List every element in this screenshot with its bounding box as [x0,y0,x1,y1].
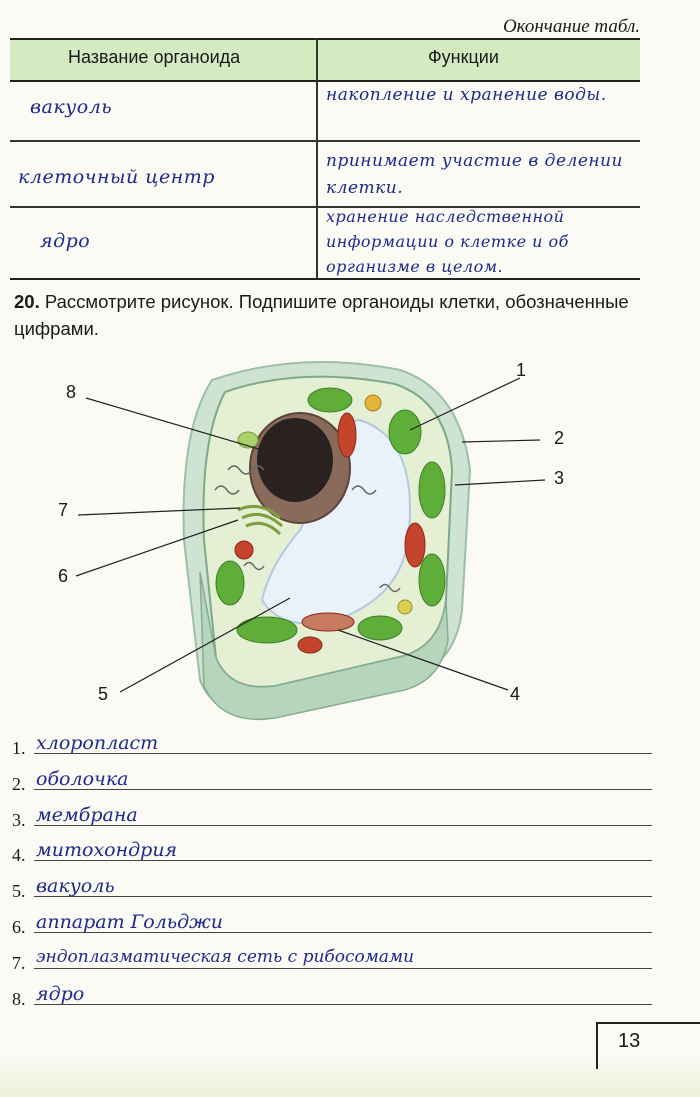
mitochondrion [301,612,355,632]
chloroplast [357,615,403,641]
row-3-name: ядро [40,230,91,252]
peroxisome [397,599,413,615]
answer-number: 2. [12,773,26,794]
answer-row: 1. хлоропласт [12,728,652,764]
answer-line [34,931,652,933]
mitochondrion [297,636,323,654]
answer-number: 8. [12,988,26,1009]
page-number: 13 [618,1030,641,1052]
answer-row: 5. вакуоль [12,871,652,907]
mitochondrion [234,540,254,560]
answer-line [34,824,652,826]
page-bottom-tint [0,1057,700,1097]
mitochondrion [404,522,426,568]
chloroplast [307,387,353,413]
callout-6: 6 [58,566,69,586]
answer-line [34,896,652,898]
column-header-functions: Функции [428,47,499,67]
endoplasmic-reticulum [214,465,265,571]
chloroplast [388,409,422,455]
answer-text: аппарат Гольджи [36,910,224,933]
answer-text: митохондрия [36,839,178,862]
callout-3: 3 [554,468,565,488]
answer-text: мембрана [36,803,138,826]
answer-row: 6. аппарат Гольджи [12,907,652,943]
task-20: 20. Рассмотрите рисунок. Подпишите орган… [14,288,654,342]
row-1-name: вакуоль [30,96,113,118]
answer-text: эндоплазматическая сеть с рибосомами [36,946,415,967]
task-number: 20. [14,291,40,312]
callout-1: 1 [516,360,527,380]
answer-text: ядро [36,982,85,1005]
answer-row: 8. ядро [12,979,652,1015]
row-2-function: принимает участие в делении клетки. [326,151,623,198]
nucleolus [257,418,333,502]
answer-number: 7. [12,952,26,973]
endoplasmic-reticulum [351,485,401,593]
task-text: Рассмотрите рисунок. Подпишите органоиды… [14,291,629,339]
answer-text: вакуоль [36,875,115,898]
chloroplast [418,553,446,607]
callout-leaders [75,377,546,693]
chloroplast [418,461,446,519]
answer-row: 2. оболочка [12,764,652,800]
answer-number: 4. [12,845,26,866]
callout-8: 8 [66,382,77,402]
callout-7: 7 [58,500,69,520]
table-header: Название органоида Функции [10,38,640,82]
answer-number: 5. [12,881,26,902]
answer-row: 7. эндоплазматическая сеть с рибосомами [12,943,652,979]
chloroplast [215,560,245,606]
column-divider [316,38,318,280]
page-number-box: 13 [596,1022,700,1069]
answer-line [34,788,652,790]
column-header-name: Название органоида [68,47,241,67]
answer-line [34,753,652,754]
answer-list: 1. хлоропласт 2. оболочка 3. мембрана 4.… [12,728,652,1014]
row-divider [10,206,640,208]
cell-section-face [199,571,449,721]
answer-row: 3. мембрана [12,800,652,836]
answer-line [34,967,652,969]
answer-row: 4. митохондрия [12,835,652,871]
table-continuation-note: Окончание табл. [502,16,640,37]
answer-line [34,860,652,862]
answer-line [34,1003,652,1005]
answer-number: 3. [12,809,26,830]
callout-4: 4 [510,684,521,704]
callout-2: 2 [554,428,565,448]
answer-text: оболочка [36,767,129,790]
peroxisome [364,394,382,412]
chloroplast [236,616,298,644]
row-1-function: накопление и хранение воды. [326,85,607,105]
row-divider [10,140,640,142]
answer-number: 6. [12,916,26,937]
answer-number: 1. [12,738,26,758]
table-bottom-border [10,278,640,280]
row-3-function: хранение наследственной информации о кле… [326,207,569,276]
golgi-apparatus [237,504,284,536]
callout-5: 5 [98,684,109,704]
row-2-name: клеточный центр [18,166,215,188]
plant-cell-diagram [75,361,546,721]
mitochondrion [337,412,357,458]
answer-text: хлоропласт [36,732,159,754]
organelle-table: Название органоида Функции вакуоль накоп… [10,38,640,280]
